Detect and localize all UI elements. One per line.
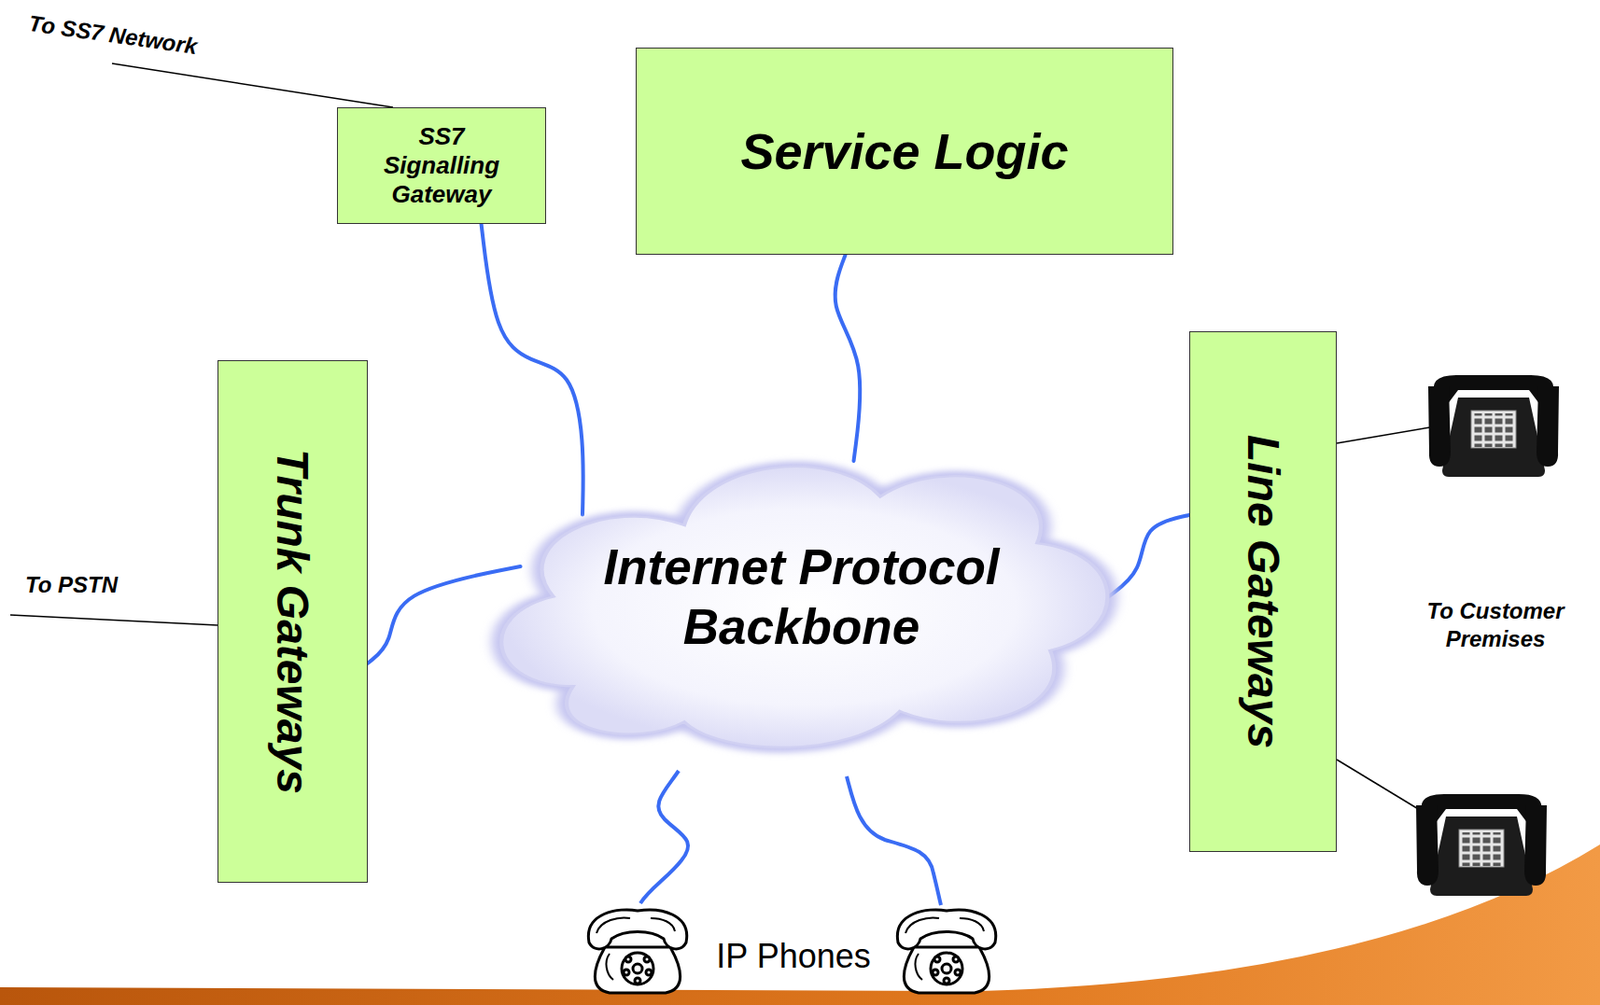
- text-group: Trunk Gateways: [266, 449, 321, 795]
- gateway-box: SS7 Signalling Gateway: [336, 107, 547, 225]
- network-cloud: Internet Protocol Backbone: [475, 418, 1129, 776]
- ip-phone-icon: [897, 910, 996, 994]
- telephone-icon: [1428, 375, 1559, 478]
- text-group: Internet Protocol Backbone: [577, 537, 1026, 657]
- node-label: Trunk Gateways: [266, 449, 321, 795]
- network-wire: [846, 776, 941, 906]
- node-label: Internet Protocol Backbone: [577, 537, 1026, 657]
- network-link: [835, 254, 861, 462]
- annotation-label: To SS7 Network: [27, 9, 272, 71]
- network-link: [481, 224, 584, 515]
- node-label: Service Logic: [740, 121, 1068, 183]
- leader-line: [1336, 759, 1420, 811]
- text-group: SS7 Signalling Gateway: [371, 122, 512, 211]
- telephone-icon: [1416, 794, 1547, 897]
- network-link: [1108, 515, 1191, 598]
- node-label: SS7 Signalling Gateway: [371, 122, 512, 211]
- service-box: Service Logic: [635, 47, 1174, 255]
- annotation-label: IP Phones: [690, 935, 897, 978]
- gateway-box: Line Gateways: [1189, 331, 1337, 853]
- annotation-label: To Customer Premises: [1402, 597, 1589, 654]
- leader-line: [10, 615, 218, 626]
- node-label: Line Gateways: [1235, 435, 1291, 749]
- cloud-outline: [475, 418, 1129, 776]
- ip-phone-icon: [588, 910, 687, 994]
- leader-line: [1336, 427, 1431, 444]
- annotation-label: To PSTN: [25, 571, 175, 600]
- text-group: Line Gateways: [1235, 435, 1291, 749]
- network-wire: [640, 771, 688, 904]
- leader-line: [112, 63, 393, 108]
- gateway-box: Trunk Gateways: [217, 360, 368, 884]
- text-group: Service Logic: [740, 121, 1068, 183]
